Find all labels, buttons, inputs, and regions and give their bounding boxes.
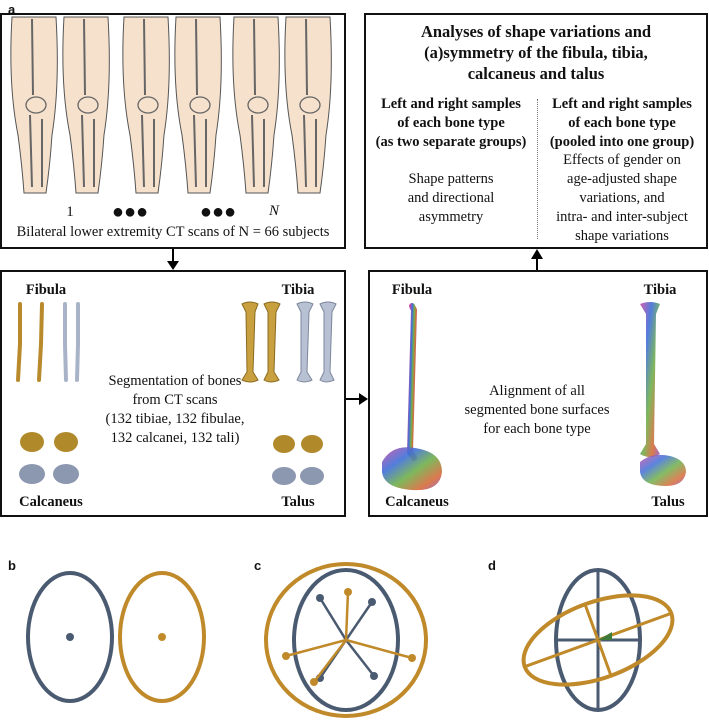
panel-d-ellipses <box>521 568 675 712</box>
last-subject-label: N <box>268 203 279 219</box>
separate-heading-line-2: of each bone type <box>397 115 505 131</box>
aligned-bones <box>382 302 686 491</box>
analyses-title-line-2: (a)symmetry of the fibula, tibia, <box>424 43 648 62</box>
alignment-box: Fibula Tibia Calcaneus Talus Alignment o… <box>368 270 708 517</box>
talus-label-seg: Talus <box>281 494 315 510</box>
calcaneus-label-align: Calcaneus <box>385 494 449 510</box>
separate-heading-line-3: (as two separate groups) <box>375 134 527 150</box>
pooled-body-line-4: intra- and inter-subject <box>556 209 688 225</box>
talus-label-align: Talus <box>651 494 685 510</box>
seg-text-line-4: 132 calcanei, 132 tali) <box>110 430 240 446</box>
gold-centroid-b <box>158 633 166 641</box>
align-text-line-3: for each bone type <box>483 421 591 437</box>
separate-body-line-1: Shape patterns <box>408 171 494 187</box>
analyses-title-line-3: calcaneus and talus <box>467 64 605 83</box>
leg-pair-3 <box>232 16 332 194</box>
rotation-angle-wedge <box>598 632 612 640</box>
separate-heading-line-1: Left and right samples <box>381 96 521 112</box>
talus-bones <box>272 435 324 485</box>
arrow-down-to-segmentation <box>167 249 179 270</box>
pooled-body-line-5: shape variations <box>575 228 669 244</box>
tibia-bones <box>241 301 337 383</box>
calcaneus-label-seg: Calcaneus <box>19 494 83 510</box>
aligned-fibula <box>406 303 418 461</box>
first-subject-label: 1 <box>66 204 74 220</box>
ellipsis-dots-1: ●●● <box>111 201 149 223</box>
align-text-line-1: Alignment of all <box>489 383 585 399</box>
fibula-bone-grey-1 <box>63 302 68 382</box>
fibula-bone-gold-2 <box>37 302 44 382</box>
panel-b-ellipses <box>26 571 206 703</box>
seg-text-line-2: from CT scans <box>132 392 218 408</box>
segmentation-text: Segmentation of bones from CT scans (132… <box>102 372 248 448</box>
pooled-body-line-1: Effects of gender on <box>563 152 681 168</box>
pooled-heading-line-3: (pooled into one group) <box>549 134 695 150</box>
ct-caption: Bilateral lower extremity CT scans of N … <box>16 224 330 240</box>
legs-illustration <box>10 16 332 194</box>
gold-vectors-c <box>282 588 416 686</box>
slate-ellipse-c <box>292 568 400 712</box>
tibia-label-seg: Tibia <box>281 282 315 298</box>
analyses-box: Analyses of shape variations and (a)symm… <box>364 13 708 249</box>
panel-label-c: c <box>254 558 262 573</box>
slate-ellipse-b <box>26 571 114 703</box>
panel-label-d: d <box>488 558 496 573</box>
fibula-bone-gold-1 <box>16 302 22 382</box>
analyses-title-line-1: Analyses of shape variations and <box>420 22 652 41</box>
leg-pair-1 <box>10 16 110 194</box>
pooled-group-body: Effects of gender on age-adjusted shape … <box>538 151 706 246</box>
tibia-label-align: Tibia <box>643 282 677 298</box>
aligned-calcaneus <box>382 447 442 491</box>
aligned-tibia <box>640 302 660 457</box>
separate-body-line-2: and directional <box>407 190 495 206</box>
pooled-group-heading: Left and right samples of each bone type… <box>538 95 706 152</box>
analyses-title: Analyses of shape variations and (a)symm… <box>366 21 706 84</box>
fibula-label-align: Fibula <box>391 282 433 298</box>
slate-centroid-b <box>66 633 74 641</box>
panel-label-a: a <box>8 2 16 17</box>
fibula-label-seg: Fibula <box>25 282 67 298</box>
align-text-line-2: segmented bone surfaces <box>464 402 610 418</box>
separate-groups-body: Shape patterns and directional asymmetry <box>366 170 536 227</box>
separate-groups-heading: Left and right samples of each bone type… <box>366 95 536 152</box>
pooled-heading-line-2: of each bone type <box>568 115 676 131</box>
alignment-text: Alignment of all segmented bone surfaces… <box>452 382 622 439</box>
arrow-up-to-analyses <box>531 249 543 270</box>
fibula-bone-grey-2 <box>75 302 80 382</box>
calcaneus-bones <box>19 432 79 484</box>
segmentation-box: Fibula Tibia Calcaneus Talus Segmentatio… <box>0 270 346 517</box>
panel-c-ellipses <box>264 562 428 718</box>
pooled-body-line-3: variations, and <box>579 190 665 206</box>
gold-ellipse-b <box>118 571 206 703</box>
ct-scans-box: 1 ●●● ●●● N Bilateral lower extremity CT… <box>0 13 346 249</box>
aligned-talus <box>640 454 686 486</box>
ellipsis-dots-2: ●●● <box>199 201 237 223</box>
arrow-right-to-alignment <box>346 393 368 405</box>
pooled-body-line-2: age-adjusted shape <box>567 171 677 187</box>
segmented-bones <box>16 301 337 485</box>
panel-label-b: b <box>8 558 16 573</box>
seg-text-line-3: (132 tibiae, 132 fibulae, <box>105 411 245 427</box>
column-divider <box>537 99 538 239</box>
seg-text-line-1: Segmentation of bones <box>108 373 242 389</box>
leg-pair-2 <box>122 16 222 194</box>
gold-ellipse-c <box>264 562 428 718</box>
pooled-heading-line-1: Left and right samples <box>552 96 692 112</box>
separate-body-line-3: asymmetry <box>418 209 484 225</box>
